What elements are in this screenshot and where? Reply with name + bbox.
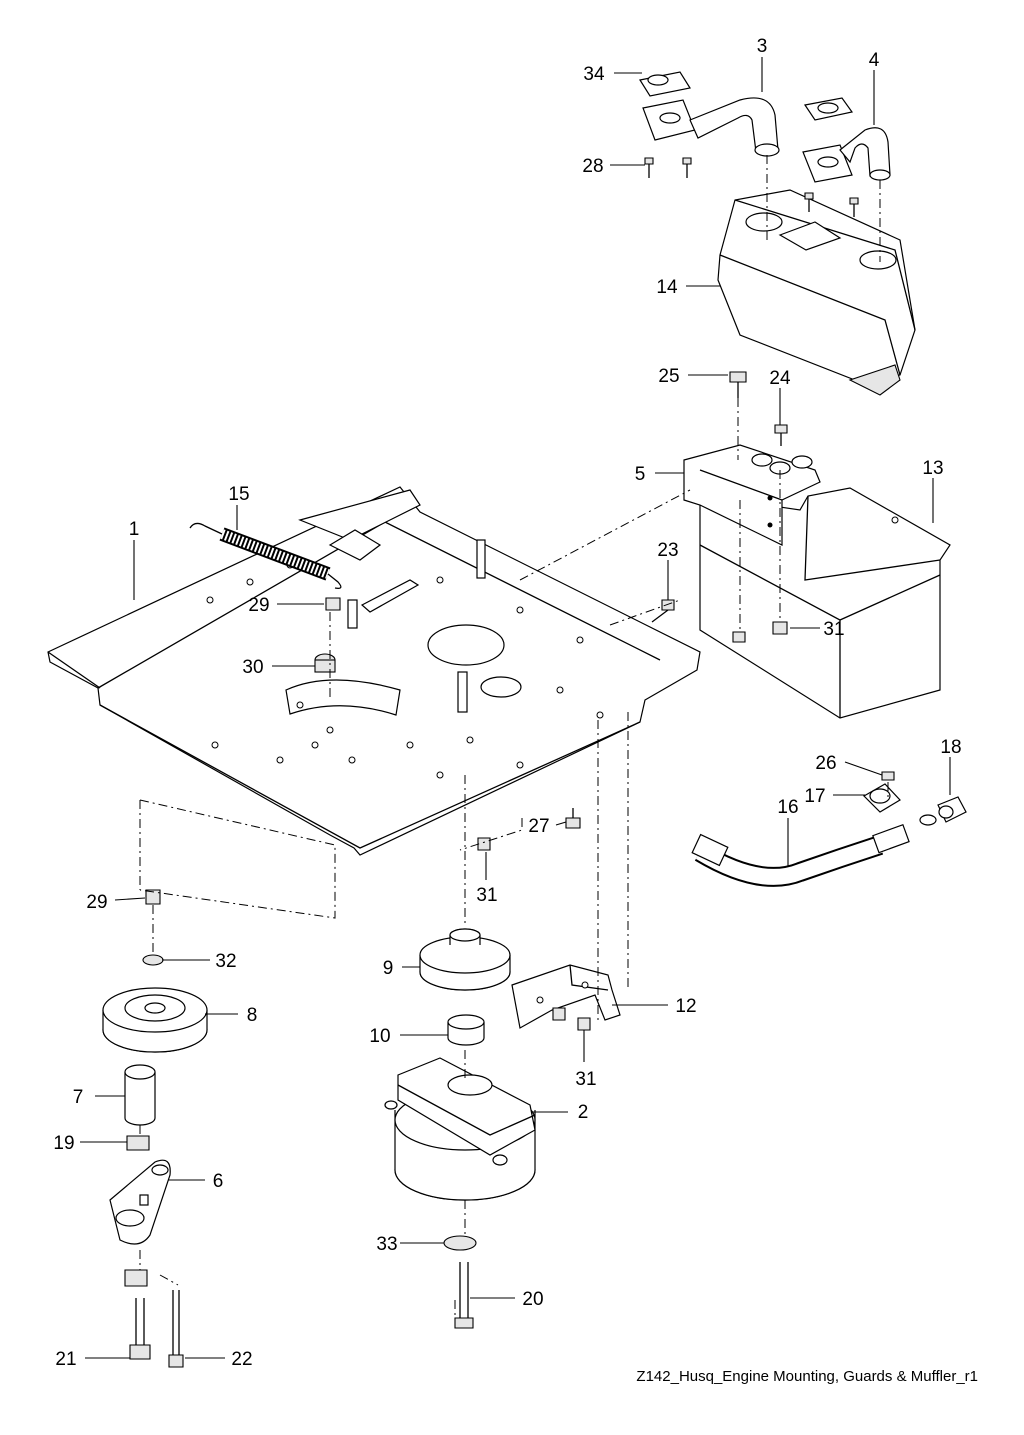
callout-8: 8 (247, 1005, 258, 1026)
engine-mounting-plate (47, 486, 701, 856)
callout-10: 10 (369, 1026, 390, 1047)
callout-18: 18 (940, 737, 961, 758)
assembly-centerlines (139, 155, 889, 1320)
callout-3: 3 (757, 36, 768, 57)
callout-23: 23 (657, 540, 678, 561)
callout-24: 24 (769, 368, 791, 389)
callout-1: 1 (129, 519, 140, 540)
callout-4: 4 (869, 50, 880, 71)
plate-holes (206, 561, 604, 779)
hose-clamp (863, 783, 901, 813)
diagram-caption: Z142_Husq_Engine Mounting, Guards & Muff… (636, 1368, 978, 1385)
callout-26: 26 (815, 753, 836, 774)
idler-pulley (102, 987, 208, 1053)
callout-17: 17 (804, 786, 825, 807)
leader-lines (80, 57, 951, 1359)
callout-21: 21 (55, 1349, 76, 1370)
callout-29-top: 29 (248, 595, 269, 616)
callout-15: 15 (228, 484, 249, 505)
callout-2: 2 (578, 1102, 589, 1123)
muffler-bracket (683, 444, 821, 546)
mounting-bracket (511, 964, 621, 1029)
idler-arm (109, 1159, 171, 1245)
callout-32: 32 (215, 951, 236, 972)
callout-30: 30 (242, 657, 263, 678)
bushing (447, 1014, 485, 1046)
callout-5: 5 (635, 464, 646, 485)
fasteners (124, 157, 895, 1368)
exhaust-pipe-left (639, 71, 780, 157)
pulley-spacer (124, 1064, 156, 1126)
callout-34: 34 (583, 64, 605, 85)
fuel-hose (691, 823, 910, 887)
callout-25: 25 (658, 366, 679, 387)
callout-13: 13 (922, 458, 943, 479)
callout-31-bracket: 31 (575, 1069, 596, 1090)
callout-29-lower: 29 (86, 892, 107, 913)
muffler (717, 189, 916, 396)
callout-6: 6 (213, 1171, 224, 1192)
exhaust-pipe-right (802, 97, 891, 183)
callout-31-plate: 31 (476, 885, 497, 906)
callout-22: 22 (231, 1349, 252, 1370)
electric-pto-clutch (384, 1057, 536, 1201)
tension-spring (189, 522, 342, 590)
callout-27: 27 (528, 816, 549, 837)
callout-33: 33 (376, 1234, 397, 1255)
callout-20: 20 (522, 1289, 543, 1310)
callout-16: 16 (777, 797, 798, 818)
callout-14: 14 (656, 277, 678, 298)
callout-19: 19 (53, 1133, 74, 1154)
engine-shield (699, 487, 951, 719)
callout-28: 28 (582, 156, 603, 177)
callout-12: 12 (675, 996, 696, 1017)
hose-fitting (919, 796, 967, 826)
callout-31-shield: 31 (823, 619, 844, 640)
callout-9: 9 (383, 958, 394, 979)
clutch-pulley (419, 928, 511, 991)
callout-labels: 1 2 3 4 5 6 7 8 9 10 12 13 14 15 16 17 1… (53, 36, 961, 1370)
callout-7: 7 (73, 1087, 84, 1108)
